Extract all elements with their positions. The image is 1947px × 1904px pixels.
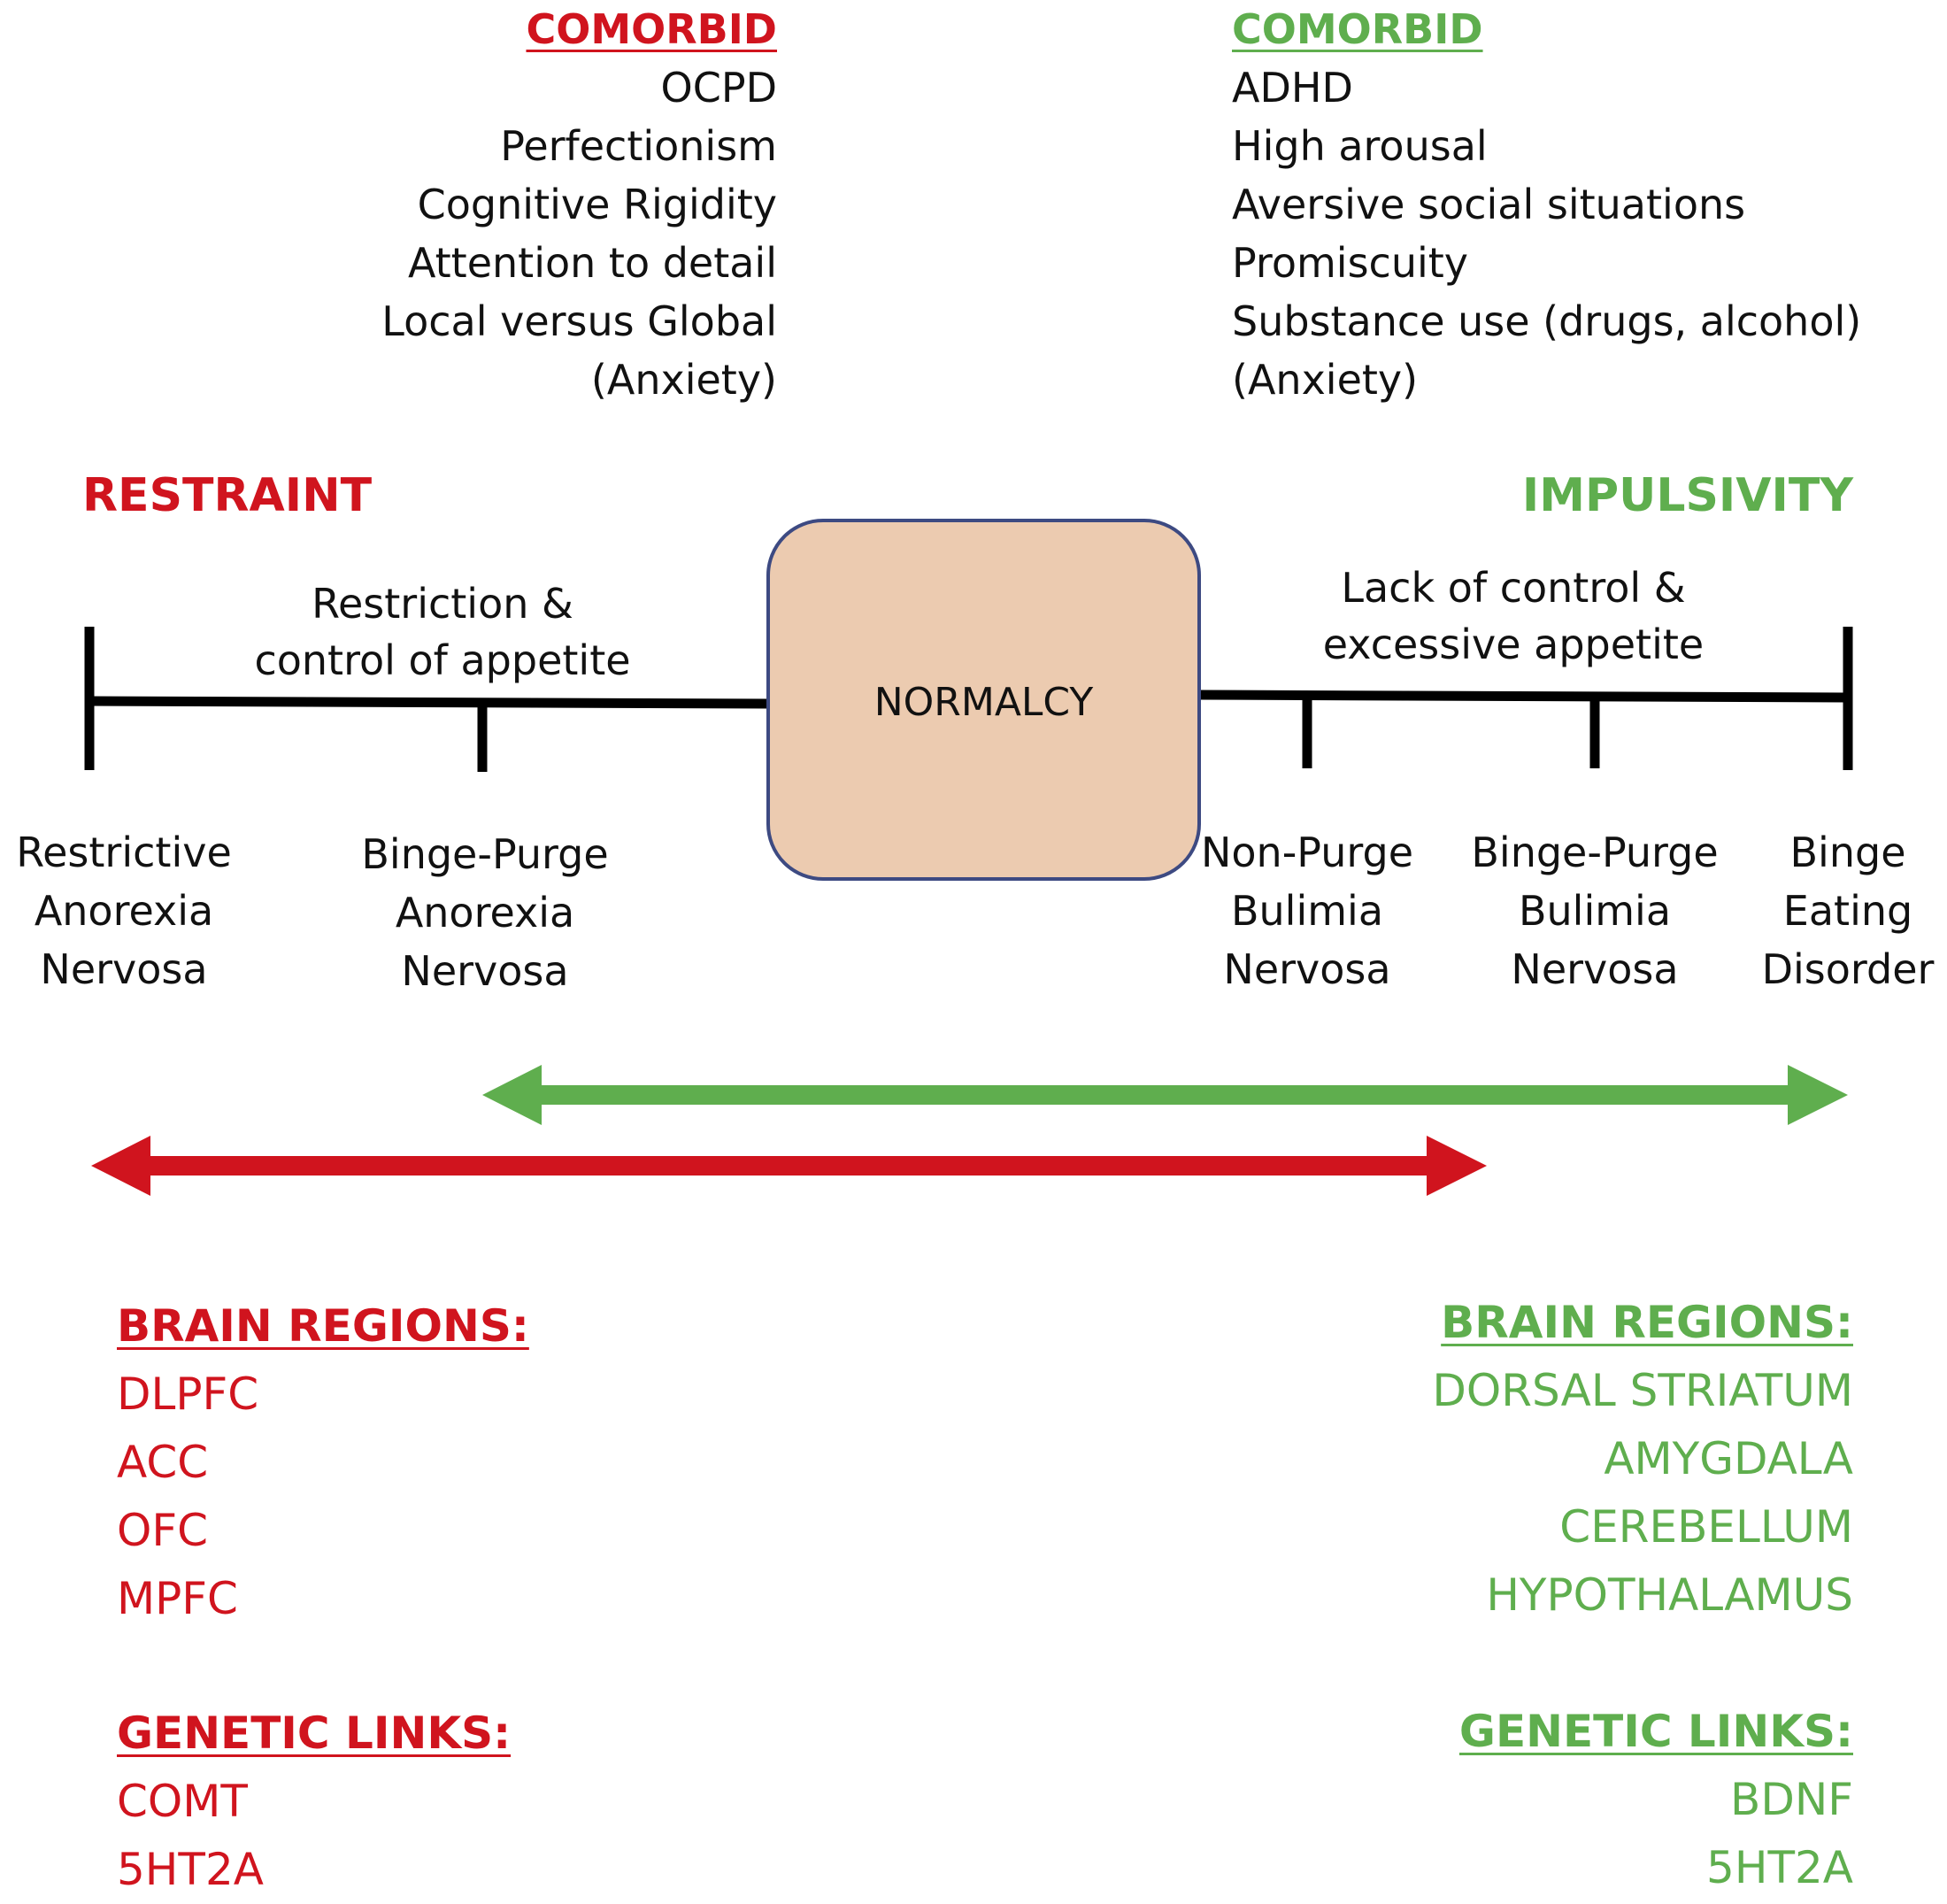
disorder-binge-purge-bulimia: Binge-Purge Bulimia Nervosa (1444, 823, 1745, 998)
genetic-link-item: 5HT2A (117, 1844, 264, 1895)
red-arrow-right-head (1427, 1136, 1487, 1196)
brain-regions-left: BRAIN REGIONS: DLPFC ACC OFC MPFC (117, 1292, 529, 1633)
disorder-line: Bulimia (1518, 887, 1672, 935)
comorbid-right-item: Substance use (drugs, alcohol) (1232, 297, 1862, 345)
disorder-line: Eating (1782, 887, 1913, 935)
comorbid-left-heading: COMORBID (526, 5, 777, 53)
disorder-binge-eating: Binge Eating Disorder (1697, 823, 1947, 998)
disorder-line: Nervosa (1223, 945, 1391, 993)
disorder-non-purge-bulimia: Non-Purge Bulimia Nervosa (1157, 823, 1458, 998)
brain-region-item: OFC (117, 1505, 209, 1556)
disorder-line: Non-Purge (1201, 829, 1413, 876)
left-axis-caption-line: Restriction & (312, 580, 573, 628)
comorbid-right-item: (Anxiety) (1232, 356, 1419, 404)
brain-regions-right-heading: BRAIN REGIONS: (1441, 1297, 1853, 1348)
comorbid-left-item: (Anxiety) (590, 356, 777, 404)
disorder-binge-purge-anorexia: Binge-Purge Anorexia Nervosa (335, 825, 635, 1000)
disorder-line: Binge-Purge (361, 830, 609, 878)
comorbid-right-item: Aversive social situations (1232, 181, 1746, 228)
right-axis-caption-line: Lack of control & (1341, 564, 1686, 612)
genetic-links-right: GENETIC LINKS: BDNF 5HT2A (1459, 1698, 1853, 1902)
genetic-link-item: COMT (117, 1776, 248, 1827)
right-axis-line (1198, 690, 1849, 703)
restraint-label: RESTRAINT (82, 469, 373, 522)
comorbid-right: COMORBID ADHD High arousal Aversive soci… (1232, 0, 1861, 409)
impulsivity-label: IMPULSIVITY (1521, 469, 1853, 522)
brain-region-item: DORSAL STRIATUM (1432, 1365, 1853, 1416)
genetic-link-item: BDNF (1730, 1774, 1853, 1825)
brain-region-item: DLPFC (117, 1368, 259, 1420)
comorbid-left-item: OCPD (660, 64, 778, 112)
brain-region-item: ACC (117, 1437, 209, 1488)
disorder-line: Binge-Purge (1471, 829, 1719, 876)
right-axis-caption: Lack of control & excessive appetite (1301, 559, 1726, 673)
left-axis-caption: Restriction & control of appetite (239, 575, 646, 689)
comorbid-right-item: Promiscuity (1232, 239, 1469, 287)
disorder-line: Nervosa (1511, 945, 1679, 993)
disorder-line: Nervosa (401, 947, 569, 995)
red-arrow-left-head (91, 1136, 150, 1196)
disorder-line: Anorexia (395, 889, 575, 937)
brain-region-item: CEREBELLUM (1559, 1501, 1853, 1553)
brain-regions-right: BRAIN REGIONS: DORSAL STRIATUM AMYGDALA … (1432, 1289, 1853, 1630)
disorder-restrictive-anorexia: Restrictive Anorexia Nervosa (0, 823, 274, 998)
genetic-links-left: GENETIC LINKS: COMT 5HT2A (117, 1700, 511, 1904)
disorder-line: Restrictive (16, 829, 232, 876)
normalcy-box (766, 519, 1201, 881)
genetic-links-left-heading: GENETIC LINKS: (117, 1707, 512, 1759)
disorder-line: Nervosa (40, 945, 208, 993)
comorbid-left-item: Perfectionism (500, 122, 777, 170)
green-arrow-right-head (1788, 1065, 1848, 1125)
left-axis-line (88, 696, 771, 709)
left-axis-caption-line: control of appetite (254, 636, 631, 684)
comorbid-right-item: ADHD (1232, 64, 1353, 112)
brain-regions-left-heading: BRAIN REGIONS: (117, 1300, 529, 1352)
disorder-line: Disorder (1761, 945, 1935, 993)
genetic-link-item: 5HT2A (1706, 1842, 1853, 1893)
brain-region-item: HYPOTHALAMUS (1486, 1569, 1853, 1621)
right-axis-caption-line: excessive appetite (1322, 621, 1705, 668)
comorbid-left-item: Cognitive Rigidity (417, 181, 777, 228)
comorbid-left-item: Attention to detail (407, 239, 777, 287)
disorder-line: Bulimia (1230, 887, 1384, 935)
comorbid-right-item: High arousal (1232, 122, 1488, 170)
comorbid-left-item: Local versus Global (381, 297, 777, 345)
comorbid-right-heading: COMORBID (1232, 5, 1483, 53)
genetic-links-right-heading: GENETIC LINKS: (1458, 1706, 1853, 1757)
brain-region-item: AMYGDALA (1604, 1433, 1853, 1484)
brain-region-item: MPFC (117, 1573, 238, 1624)
disorder-line: Binge (1789, 829, 1906, 876)
green-arrow-left-head (482, 1065, 542, 1125)
disorder-line: Anorexia (34, 887, 214, 935)
comorbid-left: COMORBID OCPD Perfectionism Cognitive Ri… (381, 0, 777, 409)
normalcy-label: NORMALCY (873, 680, 1094, 725)
